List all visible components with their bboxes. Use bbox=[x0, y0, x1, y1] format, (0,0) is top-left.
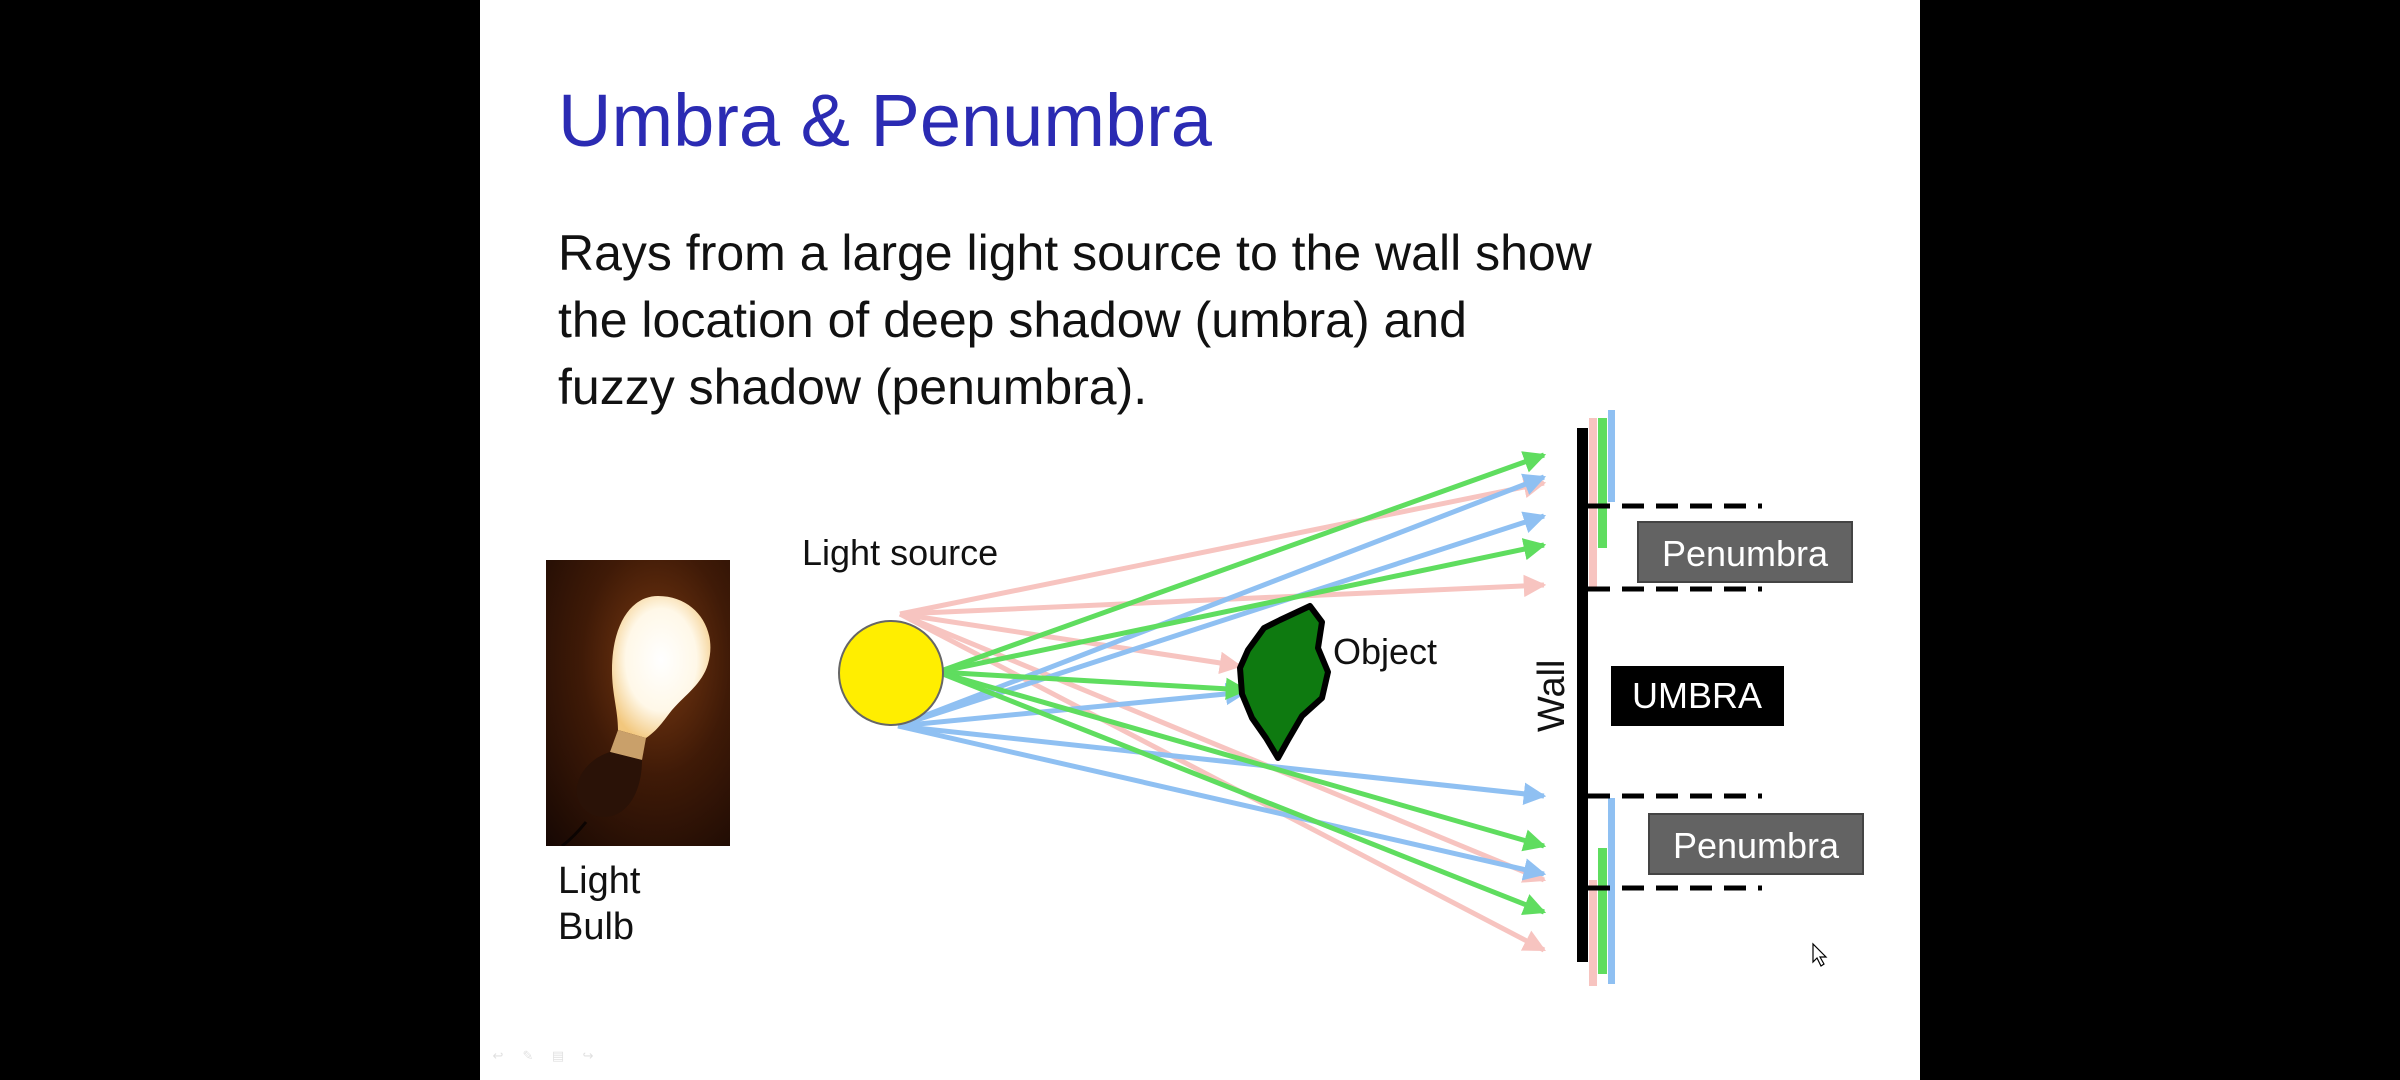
left-letterbox bbox=[0, 0, 480, 1080]
pink-band bbox=[1589, 418, 1597, 588]
caption-line: Light bbox=[558, 860, 641, 902]
light-source-label: Light source bbox=[802, 532, 998, 573]
umbra-badge bbox=[1611, 666, 1784, 726]
slide-title: Umbra & Penumbra bbox=[558, 79, 1212, 162]
blue-band bbox=[1608, 798, 1615, 984]
penumbra-top-label: Penumbra bbox=[1662, 533, 1829, 574]
menu-icon[interactable]: ▤ bbox=[551, 1049, 565, 1064]
penumbra-top-badge bbox=[1637, 521, 1853, 583]
light-bulb-caption: Light Bulb bbox=[558, 858, 640, 950]
wall-label: Wall bbox=[1531, 660, 1573, 732]
region-dividers bbox=[1588, 503, 1762, 891]
blue-band bbox=[1608, 410, 1615, 502]
pen-icon[interactable]: ✎ bbox=[522, 1049, 534, 1064]
penumbra-bottom-badge bbox=[1648, 813, 1864, 875]
slide-body: Rays from a large light source to the wa… bbox=[558, 220, 1592, 421]
penumbra-bottom-label: Penumbra bbox=[1673, 825, 1840, 866]
slideshow-toolbar: ↩ ✎ ▤ ↪ bbox=[490, 1050, 596, 1064]
slide: Umbra & Penumbra Rays from a large light… bbox=[480, 0, 1920, 1080]
body-line: the location of deep shadow (umbra) and bbox=[558, 292, 1467, 348]
green-rays bbox=[937, 451, 1547, 916]
object-shape bbox=[1237, 603, 1331, 761]
pink-band bbox=[1589, 880, 1597, 986]
body-line: Rays from a large light source to the wa… bbox=[558, 225, 1592, 281]
umbra-label: UMBRA bbox=[1632, 675, 1762, 716]
back-arrow-icon[interactable]: ↩ bbox=[492, 1049, 504, 1064]
pink-rays bbox=[898, 476, 1547, 953]
caption-line: Bulb bbox=[558, 906, 635, 948]
forward-arrow-icon[interactable]: ↪ bbox=[582, 1049, 594, 1064]
mouse-cursor-icon bbox=[1812, 942, 1828, 967]
object-label: Object bbox=[1333, 631, 1437, 672]
wall-light-bands bbox=[1589, 410, 1615, 986]
umbra-penumbra-diagram: Light source Object Wall Penumbra UMBR bbox=[802, 410, 1864, 986]
body-line: fuzzy shadow (penumbra). bbox=[558, 359, 1148, 415]
light-source-circle bbox=[838, 620, 944, 726]
light-bulb-photo bbox=[546, 560, 730, 846]
right-letterbox bbox=[1920, 0, 2400, 1080]
wall bbox=[1577, 428, 1588, 962]
green-band bbox=[1598, 418, 1607, 548]
green-band bbox=[1598, 848, 1607, 974]
